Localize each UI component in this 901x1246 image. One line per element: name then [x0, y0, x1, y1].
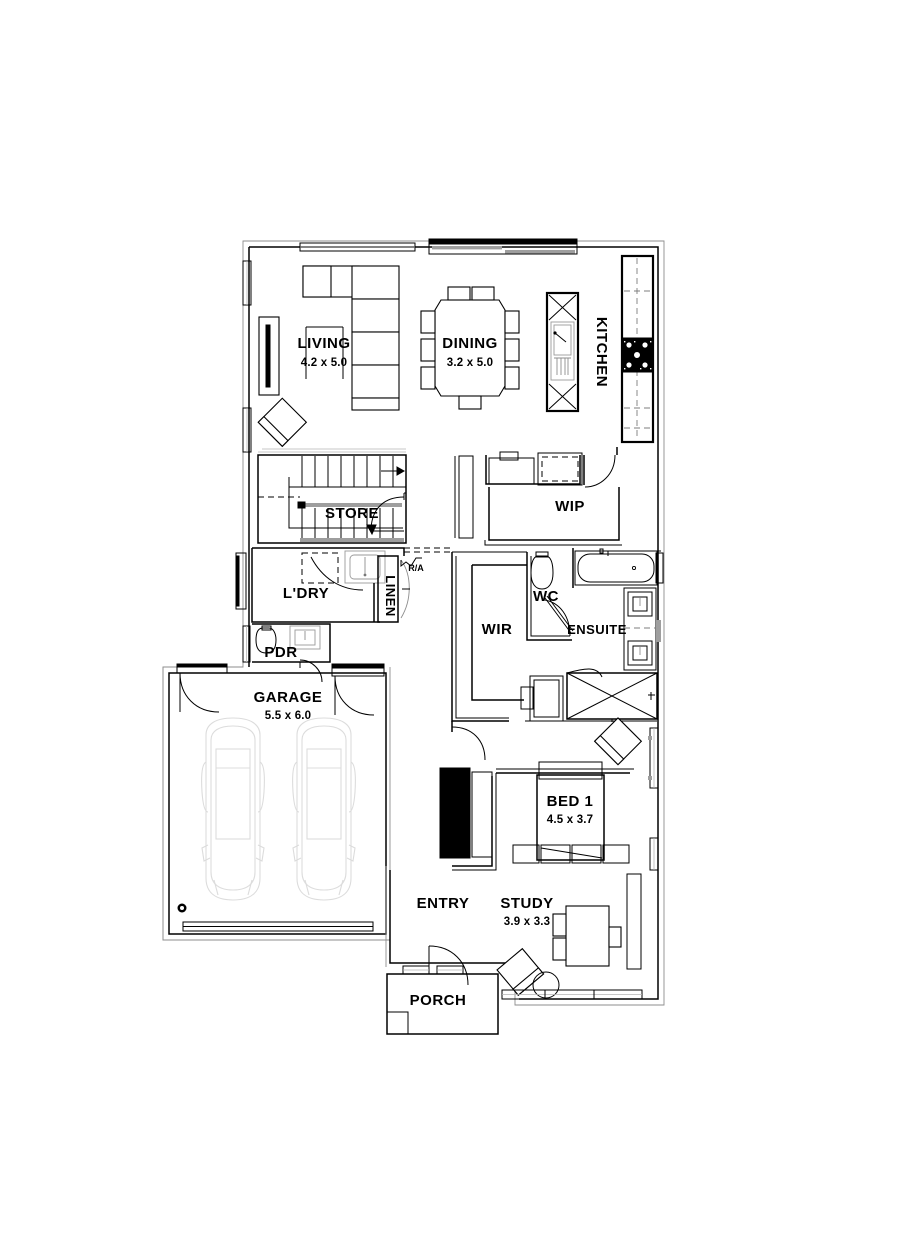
room-label-garage: GARAGE	[254, 689, 323, 706]
ensuite-fixtures	[572, 548, 664, 671]
wc-fixtures	[526, 551, 574, 641]
room-label-ensuite: ENSUITE	[567, 622, 627, 637]
top-wall-window	[299, 238, 578, 255]
room-label-wir: WIR	[482, 621, 513, 638]
room-label-kitchen: KITCHEN	[593, 317, 610, 387]
room-dim-study: 3.9 x 3.3	[504, 916, 551, 928]
living-room-furniture	[257, 265, 400, 448]
room-dim-living: 4.2 x 5.0	[301, 357, 348, 369]
car-outline-left	[201, 717, 265, 901]
entry-hall-walls	[385, 767, 634, 967]
room-label-bed1: BED 1	[547, 793, 594, 810]
annotation-return-air: R/A	[408, 563, 424, 573]
car-outline-right	[292, 717, 356, 901]
room-label-wc: WC	[533, 588, 559, 605]
room-label-linen: LINEN	[383, 575, 398, 617]
entry-door-porch	[386, 945, 499, 1035]
room-label-laundry: L'DRY	[283, 585, 329, 602]
laundry-fixtures	[251, 547, 452, 623]
dining-furniture	[420, 286, 520, 410]
room-label-dining: DINING	[442, 335, 498, 352]
room-label-living: LIVING	[297, 335, 350, 352]
staircase-store	[257, 448, 407, 544]
garage	[162, 663, 391, 941]
room-label-store: STORE	[325, 505, 379, 522]
study-furniture	[496, 873, 664, 1006]
kitchen-fixtures	[545, 254, 655, 444]
room-dim-dining: 3.2 x 5.0	[447, 357, 494, 369]
room-labels: LIVING 4.2 x 5.0 DINING 3.2 x 5.0 KITCHE…	[254, 317, 627, 1009]
room-label-study: STUDY	[500, 895, 553, 912]
left-wall-windows	[235, 260, 252, 663]
wip-area	[454, 447, 622, 546]
room-dim-bed1: 4.5 x 3.7	[547, 814, 594, 826]
room-dim-garage: 5.5 x 6.0	[265, 710, 312, 722]
room-label-entry: ENTRY	[417, 895, 470, 912]
walk-in-robe	[451, 551, 527, 761]
room-label-wip: WIP	[555, 498, 585, 515]
shower-and-robe	[520, 668, 658, 722]
powder-room-fixtures	[252, 623, 331, 683]
room-label-pdr: PDR	[264, 644, 297, 661]
room-label-porch: PORCH	[410, 992, 467, 1009]
bed1-furniture	[512, 717, 659, 871]
